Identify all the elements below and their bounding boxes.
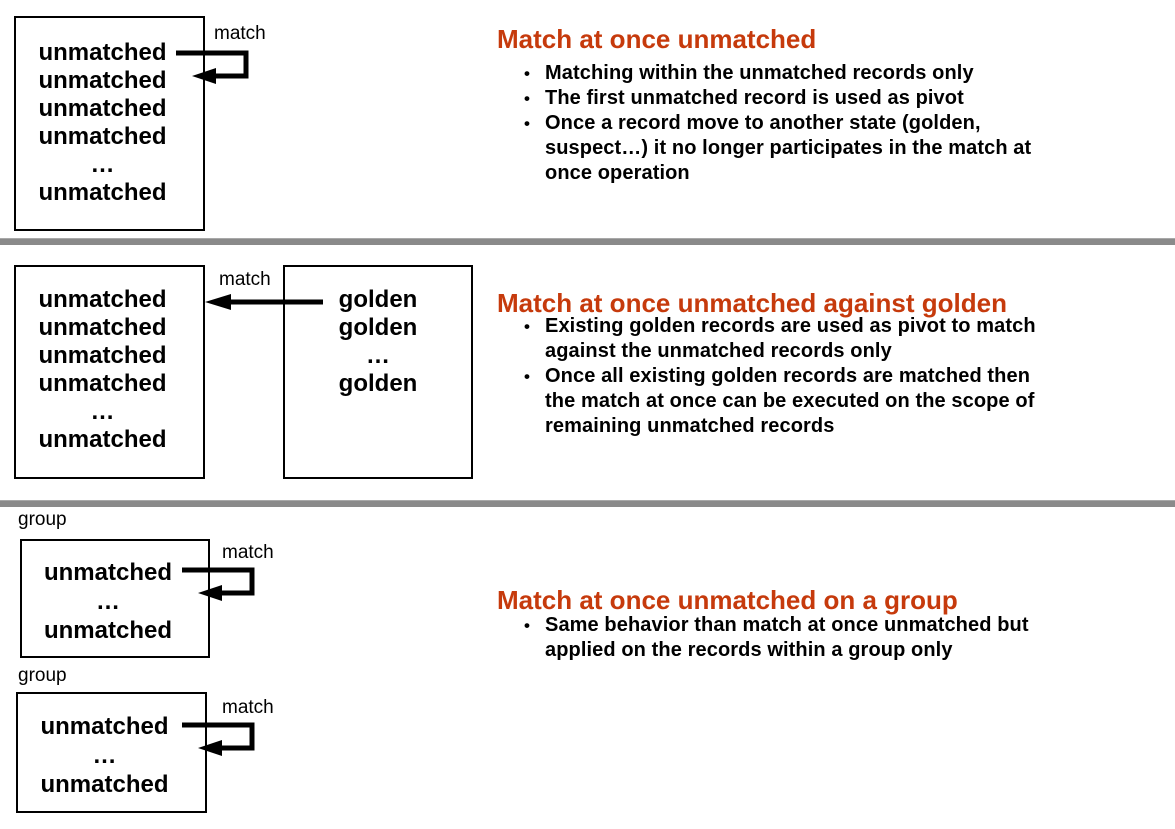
bullet-item: • Existing golden records are used as pi… [524,314,1124,364]
bullet-dot-icon: • [524,64,530,83]
bullet-dot-icon: • [524,367,530,386]
ellipsis-line: … [90,398,115,425]
bullet-item: • Same behavior than match at once unmat… [524,613,1124,663]
record-line: unmatched [38,179,167,206]
section-separator [0,238,1175,245]
record-line: unmatched [38,342,167,369]
record-line: golden [338,286,418,313]
bullet-text: Existing golden records are used as pivo… [545,315,1036,362]
section-title: Match at once unmatched against golden [497,288,1007,318]
record-line: unmatched [38,123,167,150]
group-label: group [18,509,67,530]
match-arrow-label: match [222,542,274,563]
golden-to-unmatched-arrow-icon [205,294,323,310]
ellipsis-line: … [92,742,117,769]
record-line: unmatched [38,314,167,341]
bullet-dot-icon: • [524,616,530,635]
bullet-text: Matching within the unmatched records on… [545,62,974,84]
bullet-dot-icon: • [524,114,530,133]
record-line: unmatched [38,67,167,94]
record-line: unmatched [38,95,167,122]
record-line: unmatched [40,771,169,798]
bullet-item: • Once a record move to another state (g… [524,111,1124,186]
record-line: unmatched [43,559,172,586]
bullet-text: Once all existing golden records are mat… [545,365,1035,437]
section-title: Match at once unmatched [497,24,817,54]
bullet-dot-icon: • [524,317,530,336]
bullet-item: • Once all existing golden records are m… [524,364,1124,439]
bullet-item: • The first unmatched record is used as … [524,86,1124,111]
golden-records-box: golden golden … golden [283,265,473,479]
self-match-loop-arrow-icon [182,722,255,756]
record-line: golden [338,314,418,341]
record-line: unmatched [43,617,172,644]
section-title: Match at once unmatched on a group [497,585,958,615]
record-line: unmatched [40,713,169,740]
ellipsis-line: … [90,151,115,178]
bullet-text: The first unmatched record is used as pi… [545,87,964,109]
match-arrow-label: match [214,23,266,44]
record-line: golden [338,370,418,397]
bullet-item: • Matching within the unmatched records … [524,61,1124,86]
unmatched-records-box: unmatched unmatched unmatched unmatched … [14,265,205,479]
bullet-dot-icon: • [524,89,530,108]
bullet-text: Same behavior than match at once unmatch… [545,614,1029,661]
group-box: unmatched … unmatched [16,692,207,813]
bullet-list: • Same behavior than match at once unmat… [524,613,1124,663]
bullet-list: • Matching within the unmatched records … [524,61,1124,186]
ellipsis-line: … [366,342,390,369]
ellipsis-line: … [96,588,120,615]
match-arrow-label: match [222,697,274,718]
section-separator [0,500,1175,507]
record-line: unmatched [38,370,167,397]
bullet-text: Once a record move to another state (gol… [545,112,1032,184]
record-line: unmatched [38,426,167,453]
match-arrow-label: match [219,269,271,290]
group-label: group [18,665,67,686]
unmatched-records-box: unmatched unmatched unmatched unmatched … [14,16,205,231]
bullet-list: • Existing golden records are used as pi… [524,314,1124,439]
record-line: unmatched [38,39,167,66]
record-line: unmatched [38,286,167,313]
self-match-loop-arrow-icon [176,50,249,84]
self-match-loop-arrow-icon [182,567,255,601]
group-box: unmatched … unmatched [20,539,210,658]
